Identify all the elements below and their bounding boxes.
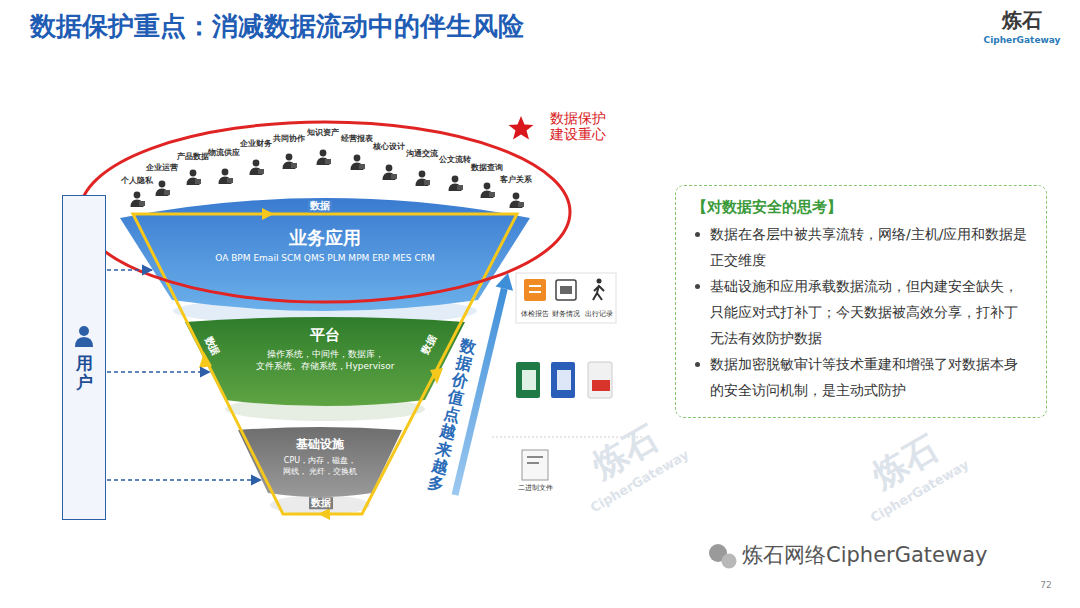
- box-heading: 基础设施: [296, 436, 344, 453]
- icon-label: 经营报表: [341, 135, 373, 144]
- finance-icon: [560, 286, 572, 294]
- bullet-text: 数据加密脱敏审计等技术重建和增强了对数据本身的安全访问机制，是主动式防护: [692, 351, 1030, 403]
- file-label: 财务情况: [552, 310, 580, 318]
- icon-label: 企业运营: [146, 164, 178, 173]
- bullet-text: 基础设施和应用承载数据流动，但内建安全缺失，只能应对式打补丁；今天数据被高效分享…: [692, 273, 1030, 351]
- icon-panel: [516, 273, 616, 323]
- logo-text: 炼石: [1002, 9, 1042, 32]
- icon-label: 产品数据: [177, 153, 209, 162]
- logo-text: CipherGateway: [984, 35, 1061, 45]
- wechat-icon: [722, 554, 737, 569]
- box-body: CPU，内存，磁盘，网线， 光纤，交换机: [275, 455, 365, 477]
- icon-label: 个人隐私: [121, 177, 153, 186]
- icon-label: 共同协作: [273, 135, 305, 144]
- report-icon: [524, 279, 546, 301]
- user-icon: [72, 324, 96, 348]
- bullet-dot: [695, 232, 700, 237]
- value-arrowhead: [496, 273, 514, 291]
- walker-icon: [593, 285, 604, 300]
- note-box: 【对数据安全的思考】数据在各层中被共享流转，网络/主机/应用和数据是正交维度基础…: [675, 185, 1047, 418]
- file-label: 二进制文件: [518, 484, 553, 492]
- box-body: OA BPM Email SCM QMS PLM MPM ERP MES CRM: [215, 253, 435, 263]
- access-arrow: [107, 269, 152, 271]
- page-number: 72: [1040, 580, 1051, 590]
- loop-arrowhead: [430, 368, 443, 384]
- icon-label: 核心设计: [373, 143, 405, 152]
- flow-label: 数据: [309, 497, 333, 509]
- layer-band: 基础设施 CPU，内存，磁盘，网线， 光纤，交换机: [238, 425, 402, 500]
- loop-arrowhead: [262, 208, 274, 220]
- access-arrow: [107, 371, 210, 373]
- report-icon: [529, 285, 541, 287]
- bullet-text: 数据在各层中被共享流转，网络/主机/应用和数据是正交维度: [692, 221, 1030, 273]
- pdf-icon: [588, 362, 612, 398]
- box-heading: 用户: [76, 354, 93, 391]
- box-heading: 平台: [310, 326, 340, 345]
- excel-icon: [516, 362, 540, 398]
- icon-label: 沟通交流: [406, 150, 438, 159]
- data-icons: [131, 150, 525, 208]
- band-rim: [270, 495, 370, 515]
- access-arrow: [107, 479, 261, 481]
- flow-label: 数据: [308, 200, 332, 212]
- excel-icon: [522, 370, 536, 390]
- icon-label: 物流供应: [208, 149, 240, 158]
- word-icon: [551, 362, 575, 398]
- walker-icon: [597, 279, 602, 284]
- binary-file-icon: [527, 456, 543, 458]
- footer-text: 炼石网络CipherGateway: [742, 543, 987, 567]
- page-title: 数据保护重点：消减数据流动中的伴生风险: [30, 12, 524, 42]
- box-heading: 【对数据安全的思考】: [692, 198, 1030, 217]
- bullet-dot: [695, 362, 700, 367]
- layer-band: 平台操作系统，中间件，数据库， 文件系统、存储系统，Hypervisor: [185, 318, 465, 410]
- icon-label: 企业财务: [240, 140, 272, 149]
- file-label: 体检报告: [521, 310, 549, 318]
- star: [509, 116, 534, 140]
- file-label: 出行记录: [585, 310, 613, 318]
- icon-label: 知识资产: [307, 129, 339, 138]
- word-icon: [557, 370, 571, 390]
- icon-label: 数据查询: [471, 164, 503, 173]
- finance-icon: [556, 280, 576, 300]
- pdf-icon: [592, 380, 610, 391]
- binary-file-icon: [522, 450, 548, 480]
- loop-arrowhead: [318, 508, 330, 520]
- data-loop: [133, 214, 517, 514]
- binary-file-icon: [527, 462, 539, 464]
- bullet-dot: [695, 284, 700, 289]
- user-box: 用户: [62, 195, 106, 520]
- icon-label: 公文流转: [439, 156, 471, 165]
- platform-band: [185, 317, 465, 406]
- callout-label: 数据保护 建设重心: [549, 110, 608, 142]
- icon-label: 客户关系: [500, 176, 532, 185]
- box-body: 操作系统，中间件，数据库， 文件系统、存储系统，Hypervisor: [250, 348, 400, 372]
- box-heading: 业务应用: [289, 226, 361, 250]
- report-icon: [529, 291, 541, 293]
- focus-ellipse: [80, 122, 570, 302]
